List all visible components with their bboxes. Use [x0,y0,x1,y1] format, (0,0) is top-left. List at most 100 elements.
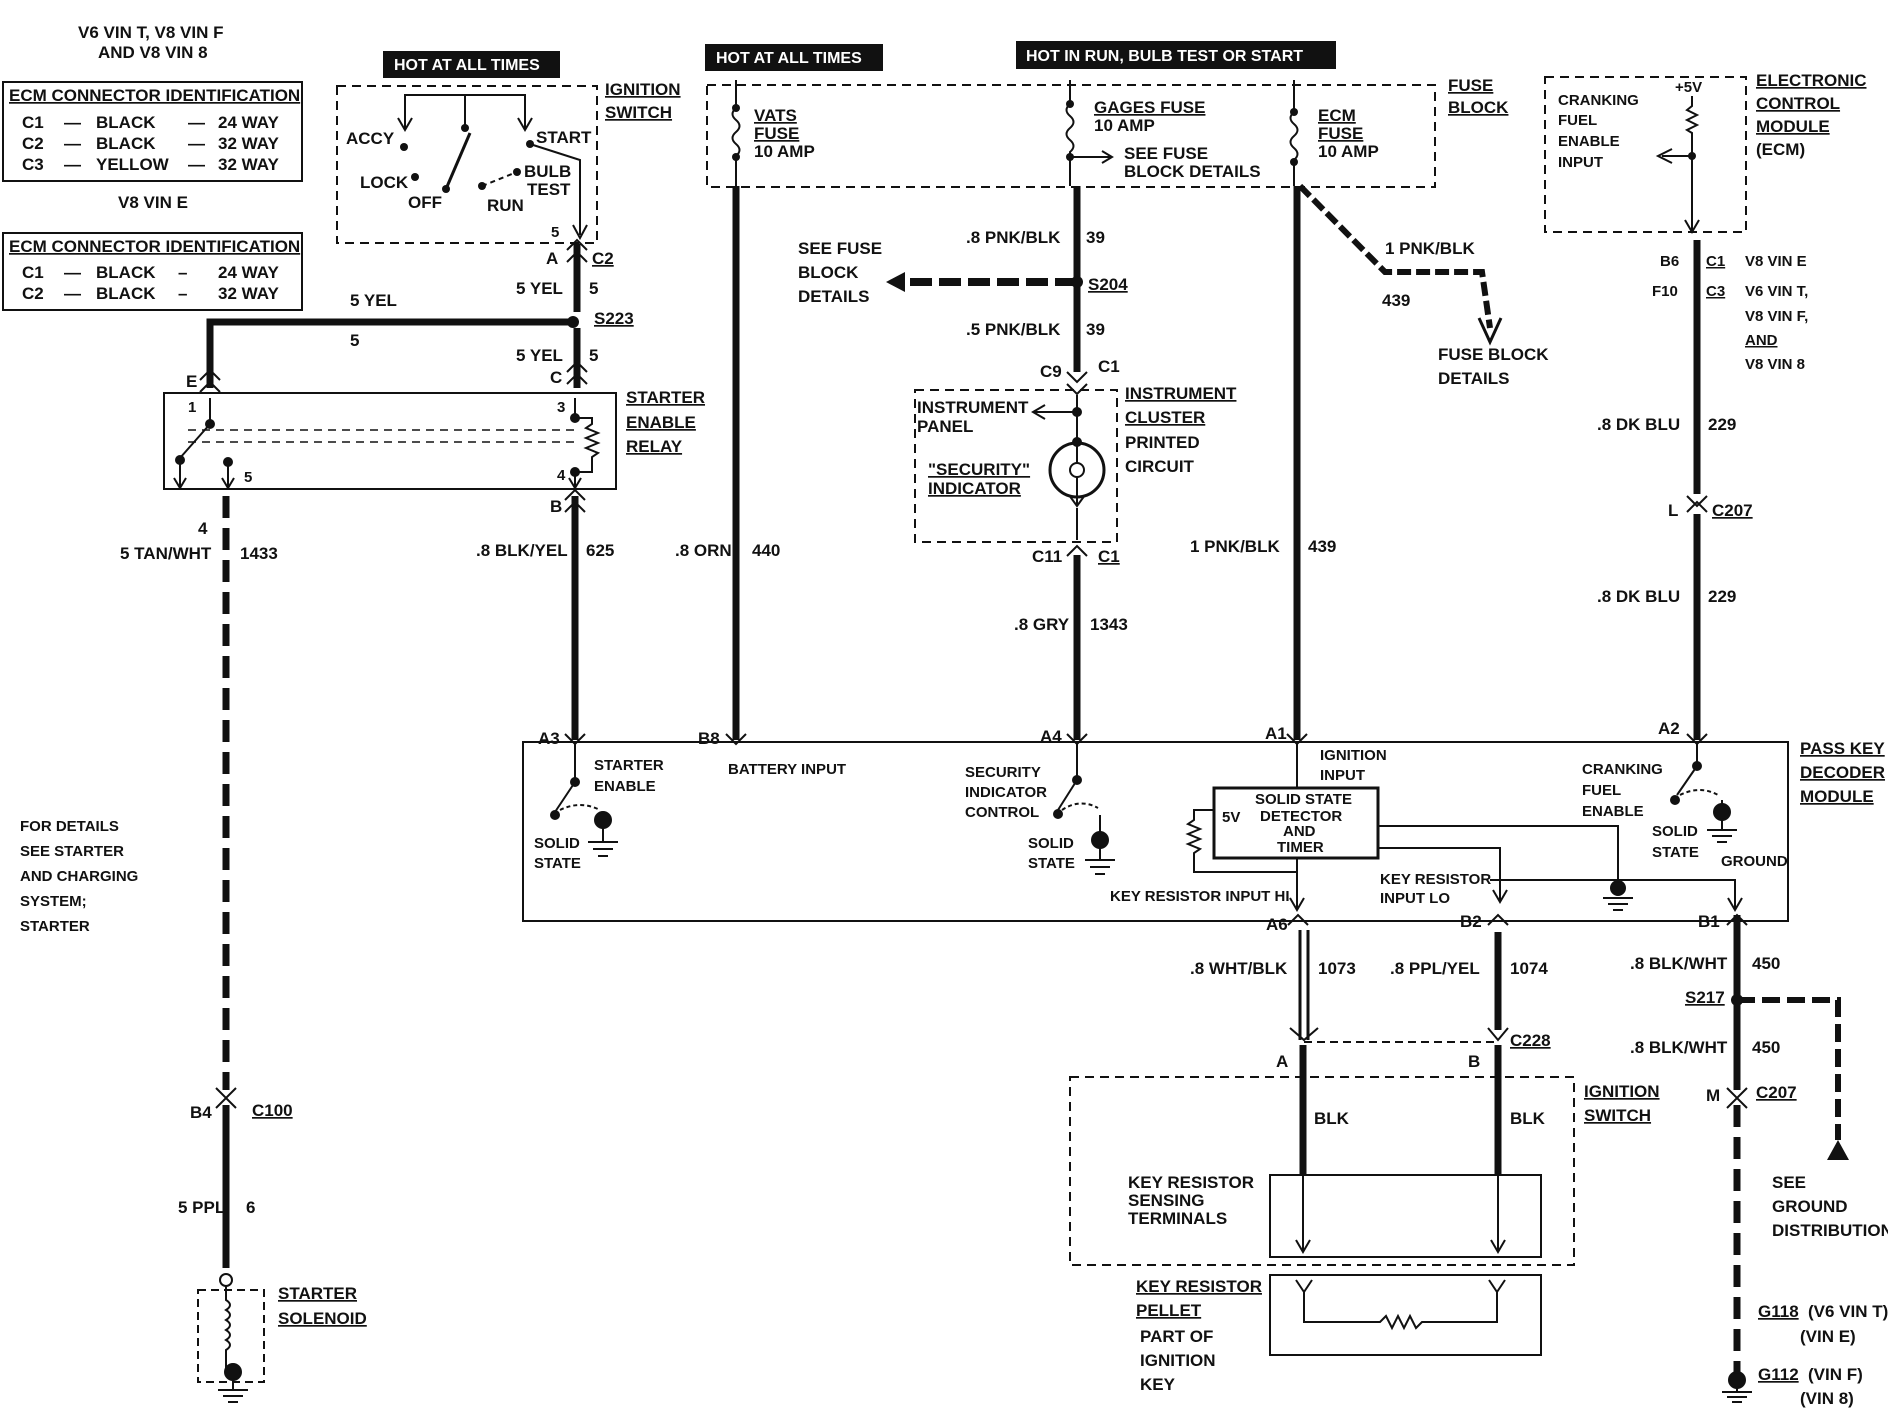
wire-label: 6 [246,1198,255,1217]
ground-g112: G112 [1758,1365,1799,1384]
pass-key-decoder-box [522,741,1789,922]
chassis-ground-icon [1722,1371,1752,1403]
switch-label-off: OFF [408,193,442,212]
security-indicator-control-label: SECURITY [965,764,1041,781]
security-indicator-label: "SECURITY" [928,460,1030,479]
wire-label: .5 PNK/BLK [966,320,1061,339]
ecm-input-arrow [1655,148,1692,164]
ecm-pin-f10: F10 [1652,283,1678,300]
solid-state-c-label: STATE [1652,844,1699,861]
wire-label: 439 [1308,537,1336,556]
cranking-fuel-input-label: FUEL [1558,112,1597,129]
switch-label-run: RUN [487,196,524,215]
ground-g118-vin: (V6 VIN T) [1808,1302,1888,1321]
svg-text:–: – [178,263,187,282]
instrument-panel-label: INSTRUMENT [917,398,1029,417]
wire-label: BLK [1314,1109,1350,1128]
key-resistor-pellet-box [1269,1274,1542,1356]
ecm-pin-vin-e: V8 VIN E [1745,253,1807,270]
details-note: FOR DETAILS [20,818,119,835]
switch-run-link [481,171,518,187]
fuse-block-details: FUSE BLOCK [1438,345,1549,364]
wire-label: 5 [350,331,359,350]
cranking-fuel-enable-label: FUEL [1582,782,1621,799]
wire-label: 5 PPL [178,1198,225,1217]
ecm-pin-arrow [1684,219,1700,234]
ignition-switch-2-label: IGNITION [1584,1082,1660,1101]
details-note: SYSTEM; [20,893,87,910]
ignition-switch-2-label: SWITCH [1584,1106,1651,1125]
wire-label: 439 [1382,291,1410,310]
starter-solenoid-box [197,1289,265,1383]
connector-label: A3 [538,729,560,748]
detector-label: SOLID STATE [1255,791,1352,808]
solenoid-coil-icon [218,1273,248,1403]
ecm-pin-b6: B6 [1660,253,1679,270]
detector-label: AND [1283,823,1316,840]
ground-g118: G118 [1758,1302,1799,1321]
wire-label: .8 WHT/BLK [1190,959,1288,978]
details-note: SEE STARTER [20,843,124,860]
pellet-label: KEY RESISTOR [1136,1277,1262,1296]
ecm-pullup-resistor [1684,96,1700,232]
ignition-switch-bus [404,94,526,128]
ecm-pin-vin-f: V8 VIN F, [1745,308,1808,325]
solid-state-switch-b [1053,744,1115,875]
banner-hot-at-all-times-1-text: HOT AT ALL TIMES [394,57,540,74]
banner-hot-at-all-times-2-text: HOT AT ALL TIMES [716,50,862,67]
relay-pin-5: 5 [244,469,252,486]
wire-label: 229 [1708,415,1736,434]
wire-label: 5 TAN/WHT [120,544,212,563]
svg-text:—: — [64,113,81,132]
switch-start-path [529,143,581,235]
fuse-details-arrow [1477,317,1503,346]
ecm-table-b-row: C2 — BLACK – 32 WAY [22,284,279,303]
banner-hot-in-run [1016,41,1336,69]
wire-label: 1073 [1318,959,1356,978]
connector-label: A1 [1265,724,1287,743]
wire-label: 450 [1752,954,1780,973]
wire-label: .8 GRY [1014,615,1070,634]
relay-pin-3: 3 [557,399,565,416]
see-ground-label: DISTRIBUTION [1772,1221,1888,1240]
key-sensing-label: SENSING [1128,1191,1205,1210]
vats-fuse-label: FUSE [754,124,799,143]
wire-label: 1 PNK/BLK [1190,537,1280,556]
svg-text:BLACK: BLACK [96,263,156,282]
svg-text:—: — [64,134,81,153]
pellet-label: KEY [1140,1375,1176,1394]
connector-label: C1 [1098,357,1120,376]
svg-text:24 WAY: 24 WAY [218,113,279,132]
connector-label: 4 [198,519,208,538]
wire-label: 1 PNK/BLK [1385,239,1475,258]
pellet-label: PART OF [1140,1327,1213,1346]
fuse-block-details: DETAILS [1438,369,1509,388]
starter-enable-label: ENABLE [594,778,656,795]
switch-label-test: TEST [527,180,571,199]
svg-text:—: — [188,134,205,153]
connector-label: C9 [1040,362,1062,381]
svg-text:—: — [64,263,81,282]
fuse-dots [732,100,1298,166]
battery-input-label: BATTERY INPUT [728,761,846,778]
connector-label: B [1468,1052,1480,1071]
ecm-pin-vin-8: V8 VIN 8 [1745,356,1805,373]
key-resistor-input-lo-label: KEY RESISTOR [1380,871,1491,888]
wire-label: .8 BLK/YEL [476,541,568,560]
security-indicator-control-label: INDICATOR [965,784,1047,801]
ignition-input-label: INPUT [1320,767,1365,784]
connector-label: C [550,368,562,387]
starter-relay-title: RELAY [626,437,683,456]
detector-5v-label: 5V [1222,809,1240,826]
gages-fuse-label: 10 AMP [1094,116,1155,135]
wire-label: 1433 [240,544,278,563]
svg-text:24 WAY: 24 WAY [218,263,279,282]
cluster-label: PRINTED [1125,433,1200,452]
see-fuse-block-details-label: SEE FUSE [1124,144,1208,163]
wire-label: .8 PNK/BLK [966,228,1061,247]
solid-state-switch-c [1670,744,1737,843]
ecm-fuse-label: FUSE [1318,124,1363,143]
instrument-panel-label: PANEL [917,417,973,436]
ecm-fuse-label: ECM [1318,106,1356,125]
svg-text:32 WAY: 32 WAY [218,284,279,303]
